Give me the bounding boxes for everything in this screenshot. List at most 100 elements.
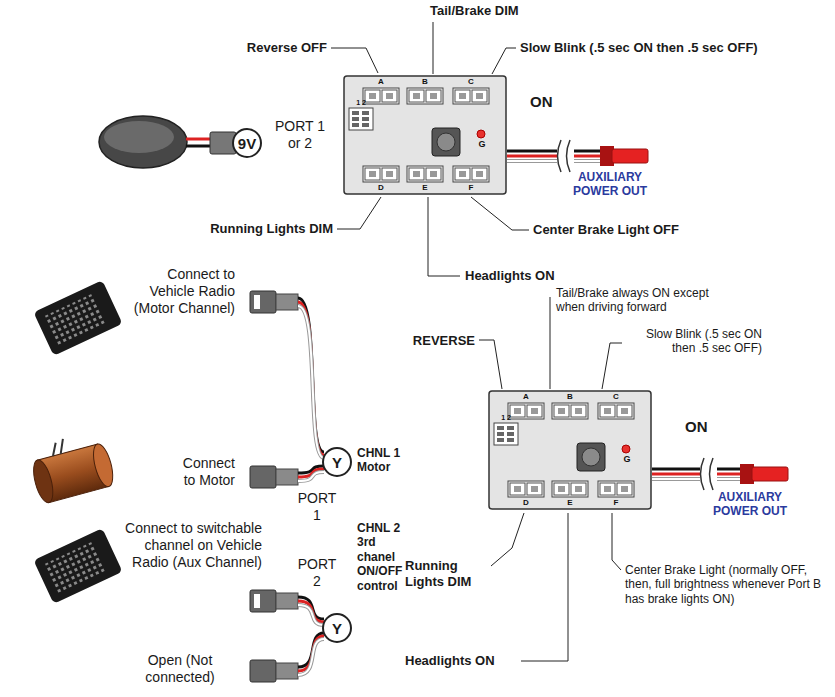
light-port [600, 405, 615, 417]
light-port [413, 93, 420, 99]
callout-label: Headlights ON [405, 653, 517, 669]
aux-cable [574, 160, 602, 162]
status-led [477, 130, 485, 138]
aux-cable [507, 155, 557, 158]
light-port [514, 486, 521, 492]
aux-cable [652, 478, 700, 480]
light-port [531, 486, 538, 492]
callout-label: Connect to Motor [173, 455, 235, 489]
aux-cable [574, 155, 602, 158]
aux-cable [717, 468, 742, 471]
light-port [617, 405, 632, 417]
battery-9v [104, 121, 174, 153]
callout-label: Headlights ON [465, 268, 585, 284]
input-port [352, 123, 359, 127]
light-port [382, 168, 397, 180]
light-controller: ABC1 2GDEF [488, 390, 652, 510]
light-port [472, 168, 487, 180]
light-port [600, 483, 615, 495]
light-port [476, 93, 483, 99]
light-port [554, 483, 569, 495]
light-port [575, 486, 582, 492]
controller-body [343, 75, 507, 195]
leader-line [492, 48, 516, 74]
light-port [575, 408, 582, 414]
servo-connector [276, 469, 298, 485]
port-letter: A [508, 392, 544, 402]
plug-badge: 9V [232, 128, 262, 158]
light-port [604, 486, 611, 492]
leader-line [479, 340, 502, 389]
harness-wire [298, 605, 324, 625]
input-port [352, 111, 359, 115]
light-port [508, 481, 544, 497]
leader-line [612, 513, 621, 570]
leader-line [331, 48, 378, 73]
port-letter: B [407, 77, 443, 87]
servo-connector [250, 291, 276, 313]
harness-wire [298, 306, 324, 458]
light-port [571, 483, 586, 495]
light-port [531, 408, 538, 414]
light-port [455, 168, 470, 180]
callout-label: Tail/Brake DIM [430, 3, 560, 19]
aux-cable [574, 150, 602, 153]
callout-label: Connect to Vehicle Radio (Motor Channel) [125, 266, 235, 316]
harness-wire [298, 639, 324, 675]
input-port [362, 111, 369, 115]
radio-receiver [33, 280, 122, 356]
aux-cable [652, 477, 700, 481]
callout-label: Running Lights DIM [180, 221, 333, 237]
callout-label: PORT 1 [296, 490, 338, 524]
light-port [369, 171, 376, 177]
light-port [621, 486, 628, 492]
light-port [598, 481, 634, 497]
light-port [430, 93, 437, 99]
light-port [621, 408, 628, 414]
aux-cable [652, 473, 700, 476]
radio-receiver [44, 541, 106, 593]
aux-cable [507, 159, 557, 163]
light-port [382, 90, 397, 102]
light-port [552, 481, 588, 497]
battery-9v [99, 116, 187, 168]
input-port [507, 438, 514, 442]
light-port [426, 168, 441, 180]
radio-receiver [33, 528, 122, 604]
aux-cable [558, 140, 562, 172]
harness-wire [298, 472, 324, 481]
light-port [459, 93, 466, 99]
harness-wire [298, 298, 324, 675]
aux-cable [507, 140, 648, 172]
light-port [527, 483, 542, 495]
port-letter: A [363, 77, 399, 87]
aux-cable [507, 150, 557, 153]
light-port [365, 90, 380, 102]
aux-cable [717, 477, 742, 481]
push-button [437, 133, 455, 151]
light-controller: ABC1 2GDEF [343, 75, 507, 195]
light-port [363, 166, 399, 182]
battery-9v [99, 116, 236, 168]
light-port [617, 483, 632, 495]
motor [49, 439, 66, 456]
input-port [494, 423, 518, 445]
light-port [369, 93, 376, 99]
light-port [508, 403, 544, 419]
port-letter: C [598, 392, 634, 402]
motor [90, 442, 117, 489]
status-led [622, 445, 630, 453]
light-port [459, 171, 466, 177]
port-letter: F [598, 498, 634, 508]
badge-text: 9V [238, 135, 256, 152]
callout-label: Open (Not connected) [125, 652, 235, 686]
port-letter: C [453, 77, 489, 87]
servo-connector [250, 660, 276, 682]
light-port [430, 171, 437, 177]
light-port [571, 405, 586, 417]
light-port [598, 403, 634, 419]
port-letter: G [474, 139, 490, 149]
light-port [552, 403, 588, 419]
radio-receiver [33, 280, 122, 356]
badge-text: Y [332, 620, 342, 637]
